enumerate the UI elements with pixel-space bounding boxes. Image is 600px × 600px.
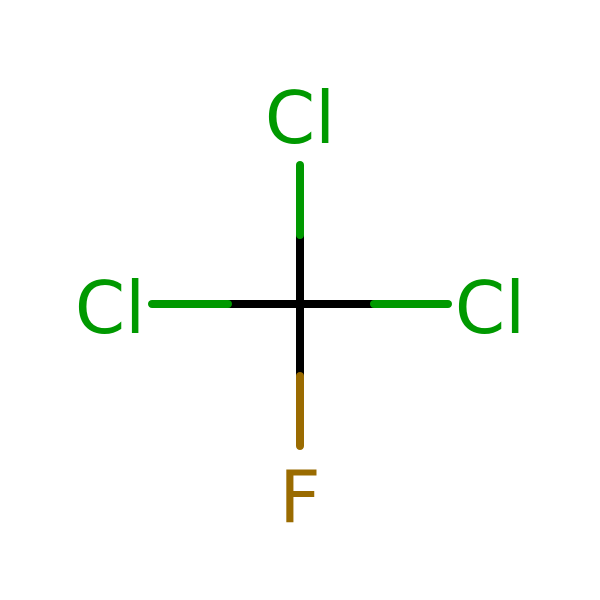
- atom-label-bottom-fluorine: F: [279, 455, 320, 539]
- atom-label-top-chlorine: Cl: [265, 76, 335, 160]
- atom-label-right-chlorine: Cl: [455, 266, 525, 350]
- bonds: [148, 161, 452, 450]
- atom-label-left-chlorine: Cl: [75, 266, 145, 350]
